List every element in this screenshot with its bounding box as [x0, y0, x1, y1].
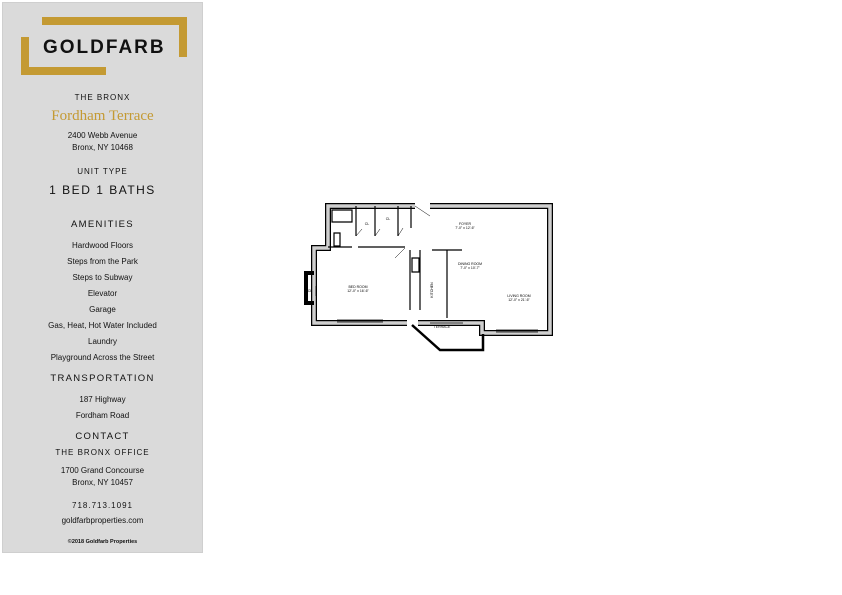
windows [315, 286, 538, 333]
goldfarb-logo: GOLDFARB [21, 17, 187, 77]
property-sidebar: GOLDFARB THE BRONX Fordham Terrace 2400 … [2, 2, 203, 553]
transportation-item: 187 Highway [79, 395, 126, 404]
logo-text: GOLDFARB [43, 37, 166, 58]
copyright: ©2018 Goldfarb Properties [67, 539, 138, 545]
address-line2: Bronx, NY 10468 [72, 143, 133, 152]
terrace-wall [411, 324, 485, 352]
contact-heading: CONTACT [75, 431, 130, 442]
amenity-item: Steps from the Park [67, 257, 138, 266]
transportation-item: Fordham Road [75, 411, 130, 420]
office-address-line1: 1700 Grand Concourse [60, 466, 145, 475]
area-label: THE BRONX [74, 93, 131, 102]
closet-label: CL [308, 289, 313, 293]
amenity-item: Gas, Heat, Hot Water Included [48, 321, 157, 330]
unit-type-value: 1 BED 1 BATHS [49, 183, 156, 197]
phone-number[interactable]: 718.713.1091 [72, 501, 133, 510]
interior-walls [328, 206, 462, 318]
amenity-item: Steps to Subway [72, 273, 133, 282]
amenity-item: Hardwood Floors [72, 241, 133, 250]
closet-bump [304, 271, 314, 305]
amenity-item: Garage [89, 305, 116, 314]
amenity-item: Laundry [88, 337, 117, 346]
amenities-heading: AMENITIES [71, 219, 134, 230]
amenity-item: Elevator [87, 289, 118, 298]
room-label-kitchen: KITCHEN [430, 282, 434, 298]
unit-type-label: UNIT TYPE [77, 167, 128, 176]
property-name: Fordham Terrace [51, 108, 154, 124]
closet-label: CL [386, 217, 391, 221]
transportation-heading: TRANSPORTATION [50, 373, 155, 384]
website-link[interactable]: goldfarbproperties.com [61, 516, 144, 525]
amenity-item: Playground Across the Street [50, 353, 155, 362]
room-label-terrace: TERRACE [434, 325, 451, 329]
doors [355, 205, 431, 259]
exterior-walls [311, 203, 553, 336]
office-name: THE BRONX OFFICE [55, 448, 150, 457]
office-address-line2: Bronx, NY 10457 [72, 478, 133, 487]
closet-label: CL [365, 222, 370, 226]
address-line1: 2400 Webb Avenue [67, 131, 138, 140]
